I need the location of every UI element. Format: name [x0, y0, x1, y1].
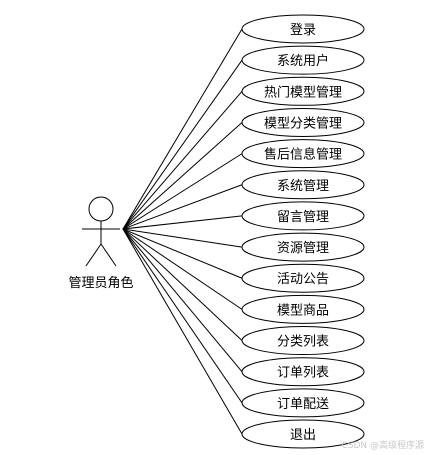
use-case-label: 留言管理	[277, 210, 329, 225]
use-case-label: 系统用户	[277, 53, 329, 69]
actor-label: 管理员角色	[68, 275, 133, 291]
use-case-ellipse	[241, 326, 365, 356]
association-line	[122, 228, 243, 279]
use-case-ellipse	[241, 263, 365, 293]
use-case: 模型分类管理	[241, 107, 365, 137]
use-case: 热门模型管理	[241, 76, 365, 106]
use-case-ellipse	[241, 294, 365, 324]
use-case: 留言管理	[241, 201, 365, 231]
use-case: 系统管理	[241, 170, 365, 200]
association-line	[122, 228, 243, 248]
use-case-label: 系统管理	[277, 179, 329, 194]
use-case-label: 活动公告	[277, 272, 329, 287]
association-line	[122, 28, 243, 230]
use-case-label: 模型商品	[277, 303, 329, 318]
use-case-label: 登录	[290, 23, 316, 38]
association-line	[122, 59, 243, 230]
use-case-label: 售后信息管理	[264, 147, 342, 163]
actor-figure: 管理员角色	[68, 196, 134, 291]
association-line	[122, 228, 243, 373]
use-case-ellipse	[241, 388, 365, 418]
use-case-label: 订单列表	[277, 366, 329, 381]
use-case-label: 分类列表	[277, 335, 329, 350]
use-case-label: 资源管理	[277, 241, 329, 256]
actor-head	[88, 196, 114, 222]
association-line	[122, 228, 243, 310]
use-case: 模型商品	[241, 294, 365, 324]
use-case-list: 登录系统用户热门模型管理模型分类管理售后信息管理系统管理留言管理资源管理活动公告…	[241, 14, 365, 449]
use-case-ellipse	[241, 201, 365, 231]
use-case: 订单列表	[241, 357, 365, 387]
use-case: 订单配送	[241, 388, 365, 418]
use-case-ellipse	[241, 232, 365, 262]
association-line	[122, 122, 243, 230]
use-case-ellipse	[241, 45, 365, 75]
use-case-ellipse	[241, 139, 365, 169]
use-case-ellipse	[241, 419, 365, 449]
use-case: 资源管理	[241, 232, 365, 262]
use-case-label: 订单配送	[277, 397, 329, 412]
association-line	[122, 90, 243, 230]
watermark-text: CSDN @高级程序源	[341, 441, 424, 451]
use-case-label: 退出	[290, 428, 316, 443]
use-case-ellipse	[241, 170, 365, 200]
use-case: 退出	[241, 419, 365, 449]
use-case: 登录	[241, 14, 365, 44]
association-line	[122, 228, 243, 435]
actor-right-leg	[100, 243, 117, 267]
association-line	[122, 228, 243, 404]
use-case: 活动公告	[241, 263, 365, 293]
association-line	[122, 215, 243, 230]
association-line	[122, 184, 243, 230]
use-case-label: 热门模型管理	[264, 85, 342, 100]
use-case-label: 模型分类管理	[264, 116, 342, 131]
association-line	[122, 153, 243, 230]
use-case-ellipse	[241, 14, 365, 44]
use-case-ellipse	[241, 76, 365, 106]
actor-left-leg	[85, 243, 102, 267]
use-case: 售后信息管理	[241, 139, 365, 169]
association-lines	[122, 28, 243, 435]
use-case-ellipse	[241, 107, 365, 137]
association-line	[122, 228, 243, 341]
use-case: 分类列表	[241, 326, 365, 356]
use-case-ellipse	[241, 357, 365, 387]
use-case: 系统用户	[241, 45, 365, 75]
